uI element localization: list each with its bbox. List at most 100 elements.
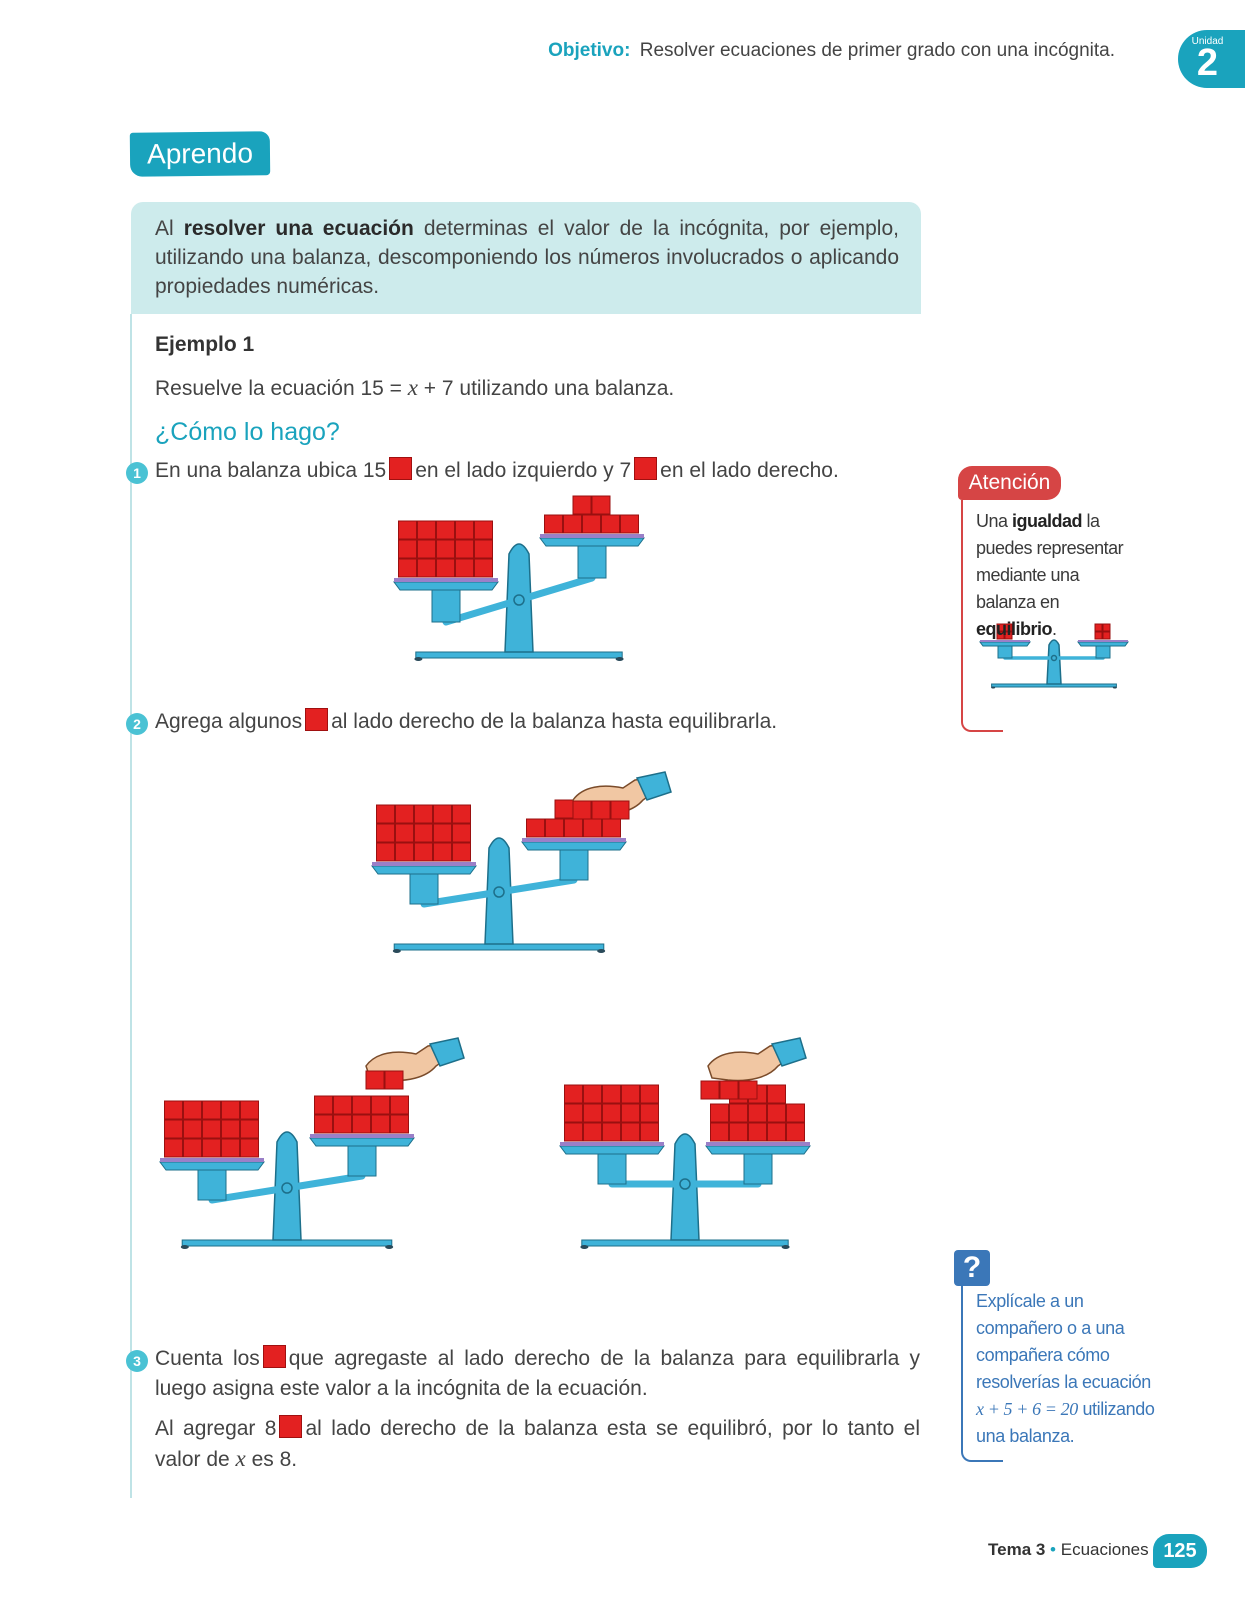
red-cube-left — [398, 520, 417, 540]
scale-pan-rim-left — [980, 640, 1030, 642]
section-title: Aprendo — [129, 131, 271, 177]
red-cube-left — [640, 1103, 659, 1123]
red-cube-left — [433, 823, 452, 843]
step-2-number: 2 — [126, 713, 148, 735]
red-cube-right — [333, 1114, 352, 1134]
red-cube-right — [786, 1103, 805, 1123]
scale-pan-right — [521, 841, 627, 851]
red-cube-left — [996, 623, 1005, 632]
red-cube-right — [544, 514, 563, 534]
hand-sleeve — [428, 1037, 465, 1067]
red-cube-left — [583, 1122, 602, 1142]
step-2-a: Agrega algunos — [155, 710, 303, 733]
scale-foot — [781, 1245, 790, 1249]
red-cube-left — [621, 1084, 640, 1104]
hand-sleeve — [635, 771, 672, 801]
at-b1: igualdad — [1012, 511, 1083, 531]
red-cube-left — [455, 539, 474, 559]
scale-pan-rim-right — [522, 838, 626, 842]
scale-stem-right — [347, 1145, 377, 1177]
red-cube-left — [455, 520, 474, 540]
red-cube-held — [719, 1080, 739, 1100]
red-cube-left — [395, 823, 414, 843]
scale-stem-right — [1095, 645, 1111, 659]
scale-base — [581, 1239, 789, 1247]
red-cube-left — [452, 842, 471, 862]
how-title: ¿Cómo lo hago? — [155, 418, 340, 446]
red-cube-right — [786, 1122, 805, 1142]
step-1-c: en el lado derecho. — [660, 459, 839, 482]
red-cube-right — [748, 1103, 767, 1123]
red-cube-right — [582, 514, 601, 534]
red-cube-icon — [305, 708, 329, 731]
red-cube-left — [621, 1103, 640, 1123]
red-cube-left — [376, 842, 395, 862]
red-cube-left — [1004, 631, 1013, 640]
red-cube-icon — [634, 457, 658, 480]
step-3-b: que agregaste al lado derecho de la bala… — [155, 1347, 920, 1400]
scale-pan-rim-right — [706, 1142, 810, 1146]
scale-foot — [180, 1245, 189, 1249]
ex-before: Resuelve la ecuación 15 = — [155, 377, 408, 400]
scale-pivot — [513, 594, 525, 606]
red-cube-left — [564, 1084, 583, 1104]
scale-pivot — [1050, 654, 1058, 662]
red-cube-right — [352, 1095, 371, 1115]
scale-stem-right — [743, 1153, 773, 1185]
scale-pan-left — [159, 1161, 265, 1171]
red-cube-left — [164, 1119, 183, 1139]
red-cube-right — [563, 514, 582, 534]
red-cube-right — [572, 495, 592, 515]
scale-pivot — [679, 1178, 691, 1190]
ex-var: x — [407, 375, 418, 400]
question-icon: ? — [954, 1250, 990, 1286]
footer: Tema 3 • Ecuaciones — [988, 1540, 1149, 1560]
red-cube-left — [164, 1138, 183, 1158]
q-t2: utilizando una balanza. — [976, 1399, 1155, 1446]
scale-pivot — [281, 1182, 293, 1194]
red-cube-left — [183, 1119, 202, 1139]
red-cube-left — [202, 1100, 221, 1120]
step-2-b: al lado derecho de la balanza hasta equi… — [331, 710, 778, 733]
def-bold: resolver una ecuación — [183, 217, 414, 240]
red-cube-left — [602, 1084, 621, 1104]
red-cube-left — [436, 520, 455, 540]
red-cube-right — [729, 1103, 748, 1123]
red-cube-left — [417, 558, 436, 578]
red-cube-left — [996, 631, 1005, 640]
scale-post — [1046, 639, 1062, 685]
red-cube-left — [202, 1119, 221, 1139]
scale-pan-rim-right — [540, 534, 644, 538]
scale-pivot — [493, 886, 505, 898]
red-cube-left — [474, 558, 493, 578]
red-cube-left — [583, 1084, 602, 1104]
balance-scale-3 — [159, 1037, 465, 1249]
red-cube-left — [240, 1119, 259, 1139]
red-cube-left — [436, 539, 455, 559]
red-cube-left — [376, 804, 395, 824]
scale-foot — [392, 949, 401, 953]
red-cube-right — [554, 799, 574, 819]
red-cube-left — [436, 558, 455, 578]
red-cube-left — [221, 1119, 240, 1139]
red-cube-right — [710, 1122, 729, 1142]
red-cube-right — [748, 1122, 767, 1142]
red-cube-right — [371, 1114, 390, 1134]
red-cube-left — [564, 1122, 583, 1142]
red-cube-right — [390, 1095, 409, 1115]
red-cube-right — [620, 514, 639, 534]
red-cube-right — [591, 495, 611, 515]
red-cube-left — [1004, 623, 1013, 632]
step-1-number: 1 — [126, 462, 148, 484]
red-cube-icon — [262, 1345, 286, 1368]
question-bracket — [961, 1286, 1003, 1462]
step-1-b: en el lado izquierdo y 7 — [415, 459, 632, 482]
scale-stem-left — [597, 1153, 627, 1185]
scale-pan-left — [393, 581, 499, 591]
red-cube-left — [395, 842, 414, 862]
scale-foot — [991, 686, 996, 689]
hand-icon — [707, 1037, 807, 1082]
red-cube-left — [452, 804, 471, 824]
